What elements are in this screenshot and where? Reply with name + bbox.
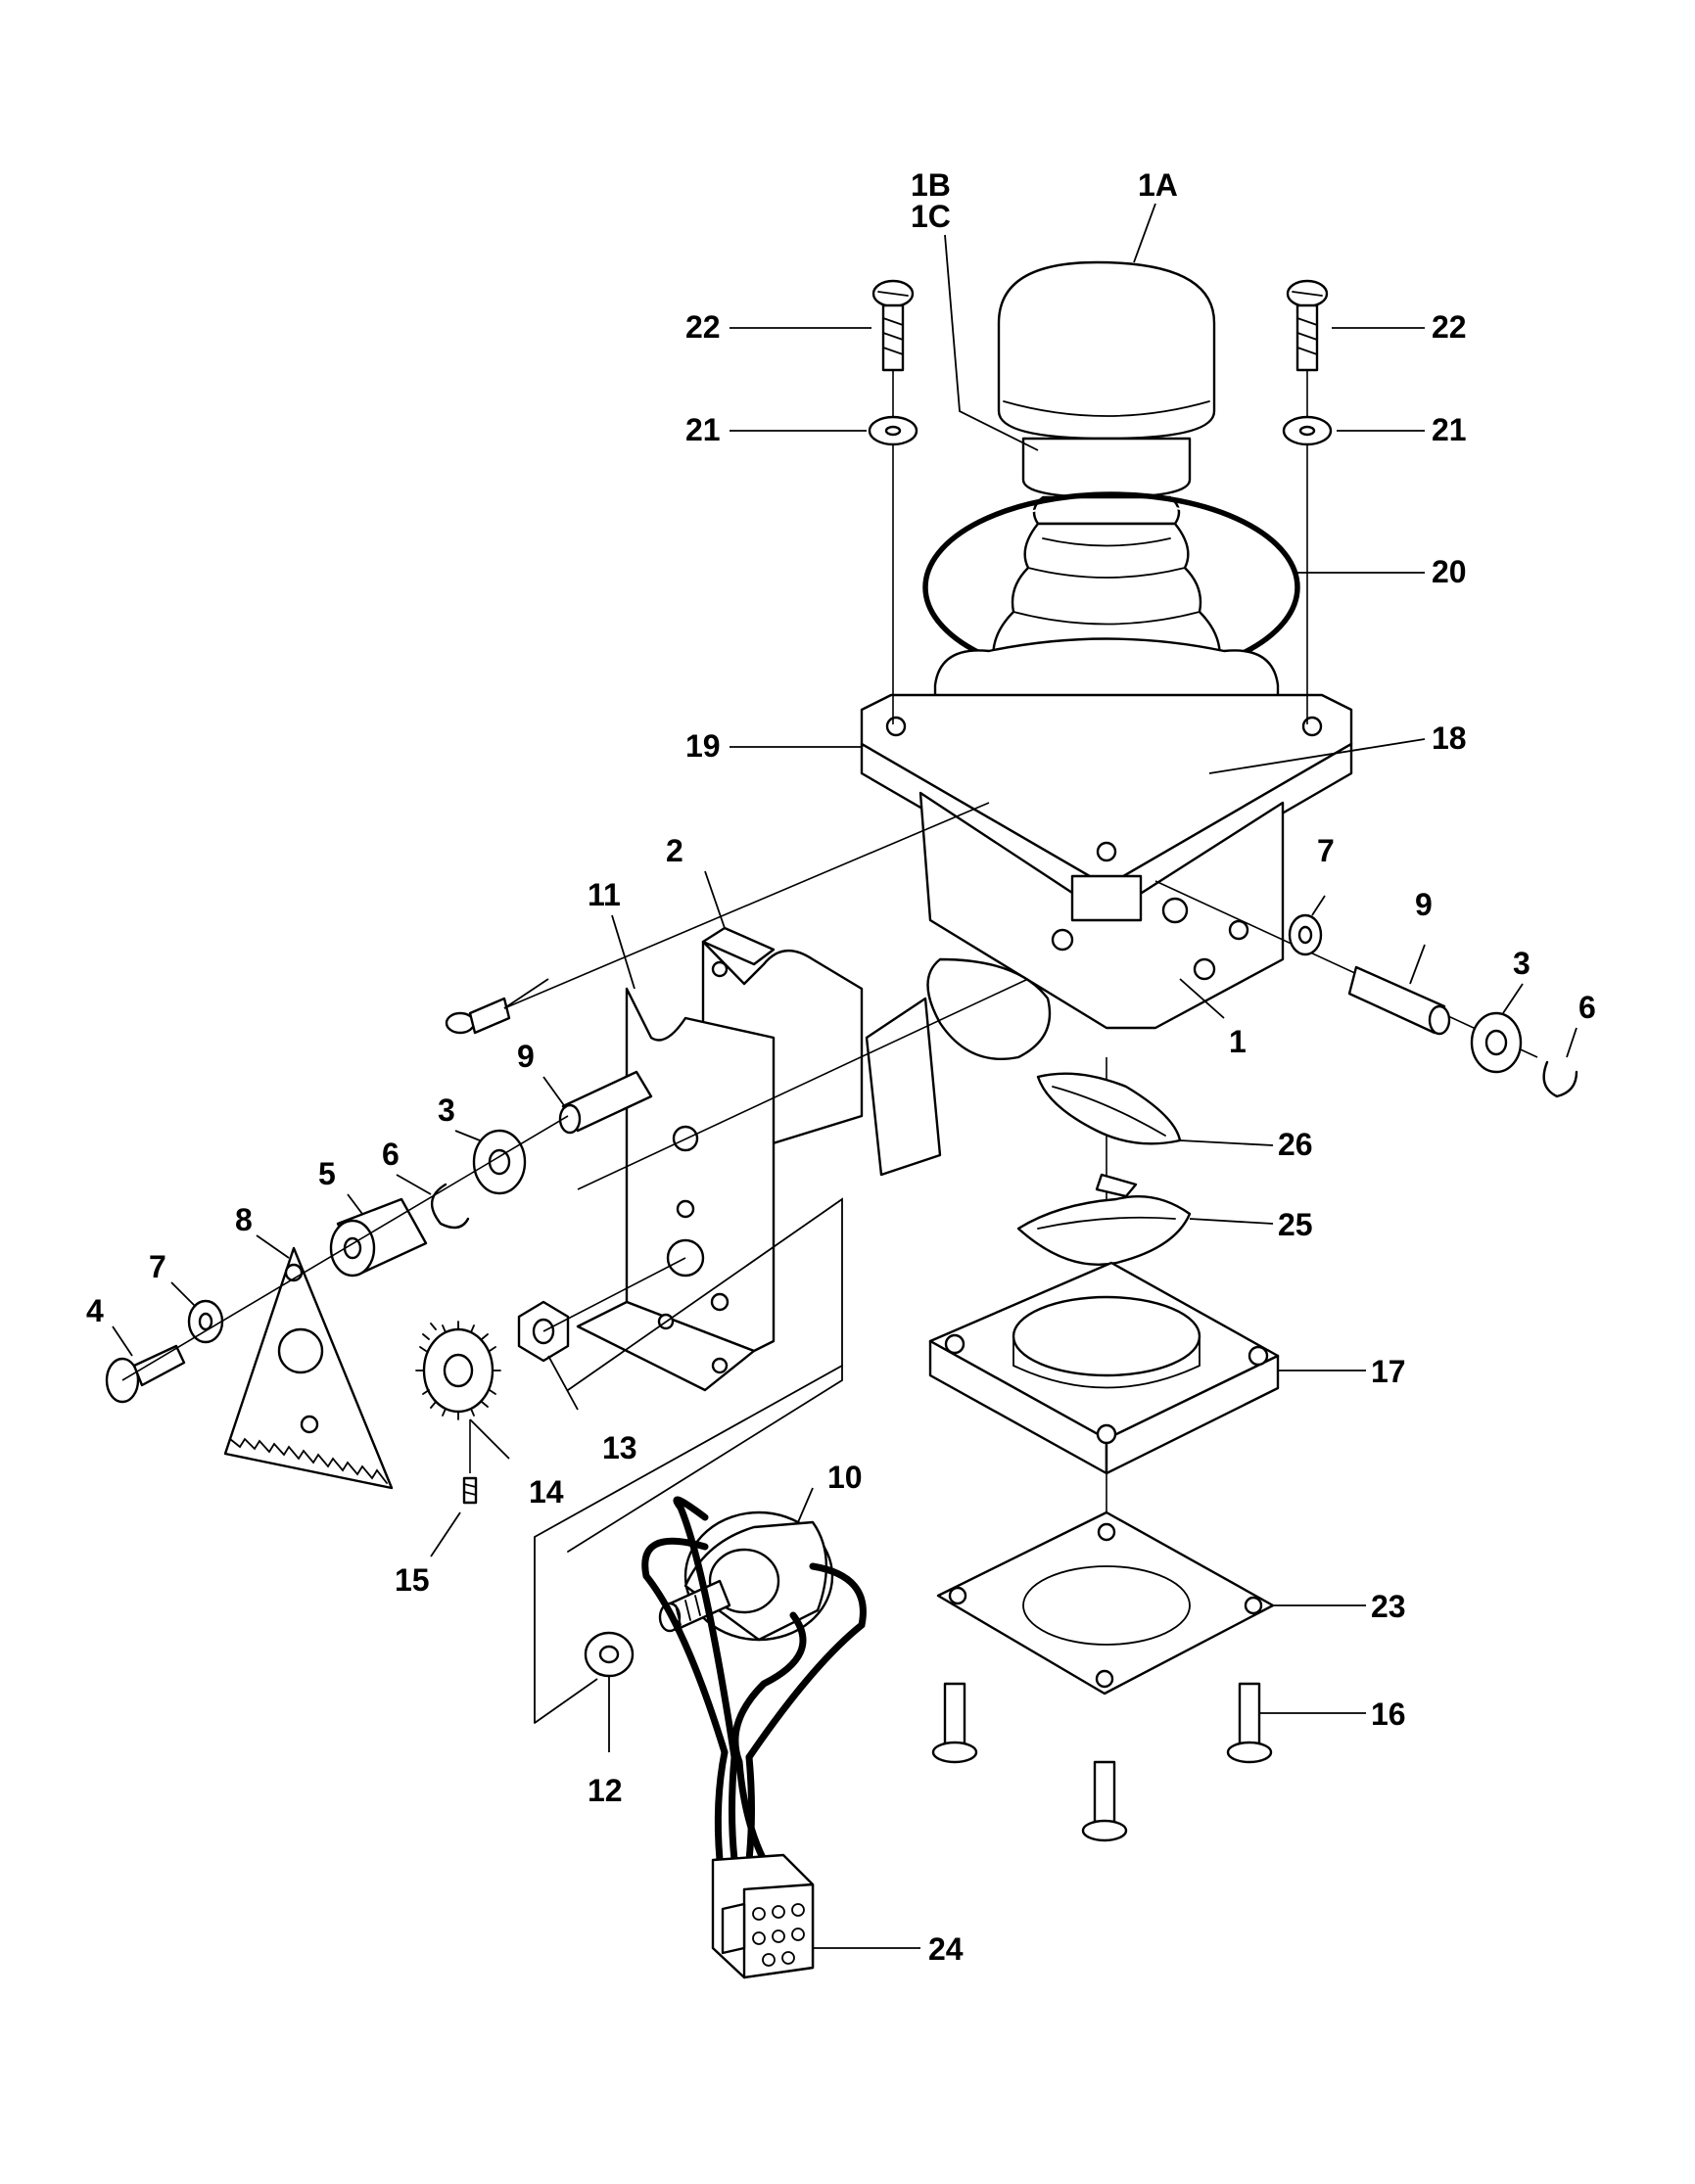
set-screw-part-15 <box>462 1476 478 1505</box>
callout-10: 10 <box>827 1460 863 1495</box>
handle-part-1b-1c <box>1021 437 1192 526</box>
callout-1: 1 <box>1229 1024 1247 1059</box>
callout-14: 14 <box>529 1474 564 1510</box>
gasket-part-23 <box>936 1510 1275 1696</box>
standoff-part-9-left <box>558 1070 653 1135</box>
callout-1b: 1B <box>911 167 951 203</box>
screw-part-22-right <box>1286 279 1329 372</box>
callout-9-right: 9 <box>1415 887 1433 922</box>
callout-18: 18 <box>1432 720 1467 756</box>
callout-25: 25 <box>1278 1207 1313 1242</box>
callout-7-right: 7 <box>1317 833 1335 868</box>
callout-23: 23 <box>1371 1589 1406 1624</box>
callout-22-right: 22 <box>1432 309 1467 345</box>
washer-part-21-left <box>868 415 918 446</box>
callout-19: 19 <box>685 728 721 764</box>
washer-part-21-right <box>1282 415 1333 446</box>
callout-6-left: 6 <box>382 1137 400 1172</box>
callout-1c: 1C <box>911 199 951 234</box>
washer-part-12 <box>584 1631 635 1678</box>
bushing-part-3-left <box>472 1129 527 1195</box>
screw-bracket <box>445 997 511 1035</box>
callout-3-left: 3 <box>438 1092 455 1128</box>
gimbal-body-part-1 <box>865 791 1285 1177</box>
bearing-seat-part-25 <box>1016 1173 1192 1267</box>
bushing-part-3-right <box>1470 1011 1523 1074</box>
gear-part-14 <box>415 1321 501 1420</box>
bearing-seat-part-26 <box>1036 1072 1182 1145</box>
washer-part-7-right <box>1288 913 1323 956</box>
callout-7-left: 7 <box>149 1249 166 1284</box>
callout-15: 15 <box>395 1562 430 1598</box>
callout-8: 8 <box>235 1202 253 1237</box>
callout-6-right: 6 <box>1578 990 1596 1025</box>
callout-12: 12 <box>588 1773 623 1808</box>
callout-16: 16 <box>1371 1696 1406 1732</box>
clip-part-6-right <box>1542 1060 1578 1098</box>
callout-20: 20 <box>1432 554 1467 589</box>
callout-21-left: 21 <box>685 412 721 447</box>
callout-13: 13 <box>602 1430 637 1465</box>
callout-9-left: 9 <box>517 1039 535 1074</box>
washer-part-7-left <box>187 1299 224 1344</box>
spacer-part-5 <box>329 1197 428 1278</box>
callout-1a: 1A <box>1138 167 1178 203</box>
bolt-part-16-left <box>931 1682 978 1764</box>
callout-5: 5 <box>318 1156 336 1191</box>
standoff-part-9-right <box>1347 965 1451 1036</box>
bolt-part-16-right <box>1226 1682 1273 1764</box>
knob-part-1a <box>997 260 1216 441</box>
clip-part-6-left <box>431 1183 470 1230</box>
leader-lines <box>112 203 1577 1949</box>
callout-11: 11 <box>588 877 621 912</box>
screw-part-22-left <box>871 279 915 372</box>
l-bracket-part-11 <box>576 987 776 1392</box>
callout-24: 24 <box>928 1931 964 1967</box>
callout-17: 17 <box>1371 1354 1406 1389</box>
wire-harness <box>641 1496 867 1864</box>
callout-4: 4 <box>86 1293 104 1328</box>
screw-part-4 <box>105 1344 186 1404</box>
connector-part-24 <box>711 1853 815 1979</box>
bolt-part-16-center <box>1081 1760 1128 1842</box>
callout-22-left: 22 <box>685 309 721 345</box>
callout-21-right: 21 <box>1432 412 1467 447</box>
sector-gear-part-8 <box>223 1246 394 1490</box>
callout-26: 26 <box>1278 1127 1313 1162</box>
callout-3-right: 3 <box>1513 946 1530 981</box>
callout-labels: 1A 1B 1C 22 22 21 21 20 19 18 2 11 7 9 3… <box>86 167 1596 1967</box>
callout-2: 2 <box>666 833 683 868</box>
base-flange-part-17 <box>928 1261 1280 1475</box>
